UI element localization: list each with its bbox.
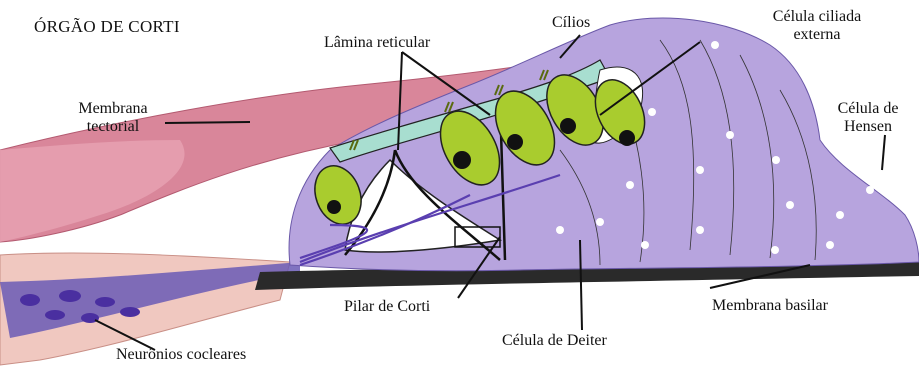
- label-cilios: Cílios: [552, 14, 590, 32]
- label-tectorial-line2: tectorial: [68, 118, 158, 136]
- label-outer-hair-cell-line2: externa: [742, 26, 892, 44]
- label-reticular-lamina: Lâmina reticular: [324, 34, 430, 52]
- label-cochlear-neurons: Neurônios cocleares: [116, 346, 246, 364]
- diagram-title: ÓRGÃO DE CORTI: [34, 18, 180, 36]
- label-hensen-line2: Hensen: [822, 118, 914, 136]
- label-tectorial-line1: Membrana: [68, 100, 158, 118]
- label-outer-hair-cell: Célula ciliada externa: [742, 8, 892, 44]
- label-tectorial-membrane: Membrana tectorial: [68, 100, 158, 136]
- label-outer-hair-cell-line1: Célula ciliada: [742, 8, 892, 26]
- label-deiter-cell: Célula de Deiter: [502, 332, 607, 350]
- label-pillar-of-corti: Pilar de Corti: [344, 298, 430, 316]
- label-hensen-cell: Célula de Hensen: [822, 100, 914, 136]
- label-hensen-line1: Célula de: [822, 100, 914, 118]
- label-basilar-membrane: Membrana basilar: [712, 297, 828, 315]
